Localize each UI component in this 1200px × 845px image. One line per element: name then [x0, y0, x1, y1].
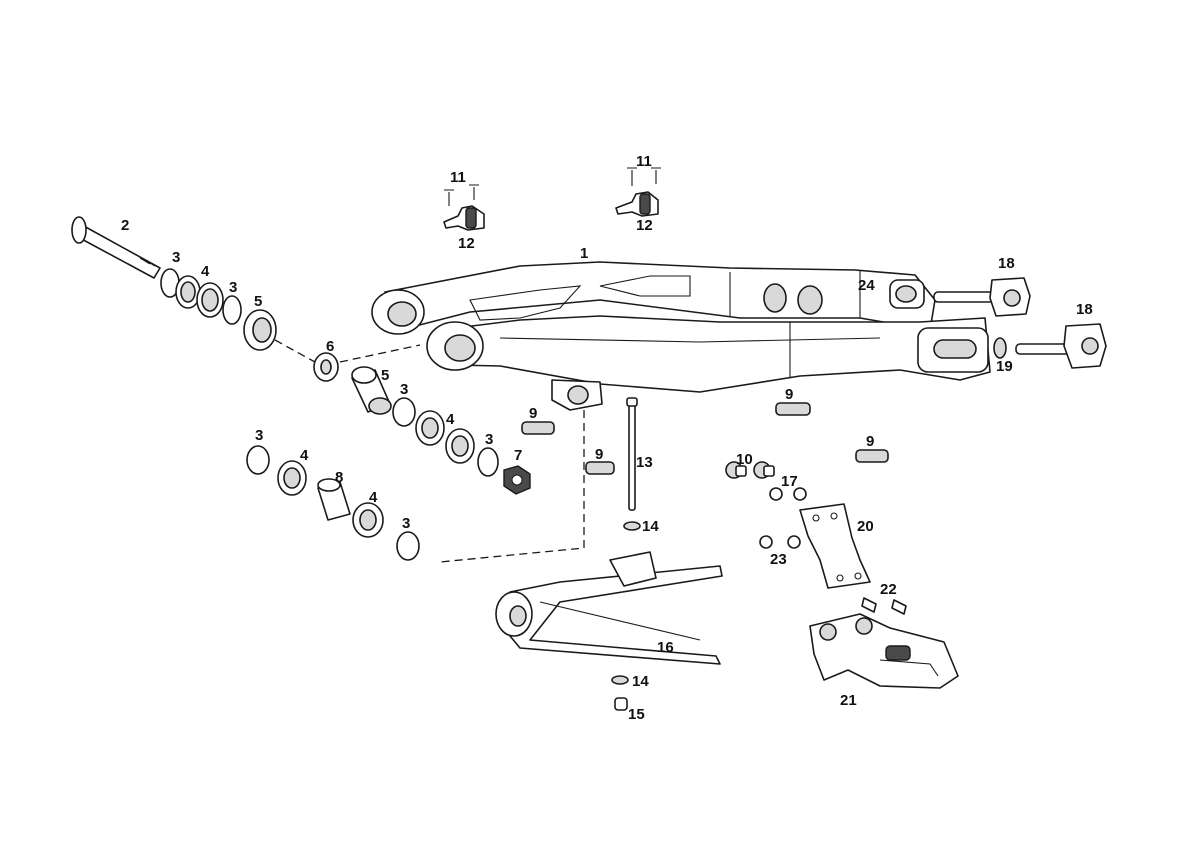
callout-3: 3	[172, 249, 180, 266]
callout-10: 10	[736, 451, 753, 468]
callout-19: 19	[996, 358, 1013, 375]
washer-14-lower	[611, 675, 629, 685]
callouts: 1 2 3 4 3 5 6 5 3 4 3 7 3 4 8 4 3 9 9 9 …	[121, 153, 1093, 723]
callout-8: 8	[335, 469, 343, 486]
left-bearing-stack	[160, 268, 277, 351]
washers-17	[769, 487, 807, 501]
callout-23: 23	[770, 551, 787, 568]
callout-14: 14	[642, 518, 659, 535]
brake-hose-clamp-right	[615, 167, 661, 217]
callout-21: 21	[840, 692, 857, 709]
callout-24: 24	[858, 277, 875, 294]
callout-4: 4	[446, 411, 455, 428]
chain-adjuster-18-upper	[933, 277, 1031, 317]
bushing-5	[351, 366, 392, 415]
callout-14: 14	[632, 673, 649, 690]
callout-6: 6	[326, 338, 334, 355]
callout-3: 3	[229, 279, 237, 296]
callout-9: 9	[785, 386, 793, 403]
bolts-22	[861, 597, 907, 615]
callout-12: 12	[458, 235, 475, 252]
callout-12: 12	[636, 217, 653, 234]
callout-13: 13	[636, 454, 653, 471]
callout-1: 1	[580, 245, 588, 262]
bolts-10	[725, 461, 775, 479]
washer-14-upper	[623, 521, 641, 531]
assembly-lines	[274, 339, 585, 563]
callout-7: 7	[514, 447, 522, 464]
callout-4: 4	[201, 263, 210, 280]
callout-11: 11	[636, 153, 652, 170]
callout-22: 22	[880, 581, 897, 598]
callout-9: 9	[595, 446, 603, 463]
right-bearing-stack	[392, 397, 531, 495]
callout-17: 17	[781, 473, 798, 490]
washer-6	[313, 352, 339, 382]
callout-5: 5	[254, 293, 262, 310]
callout-3: 3	[400, 381, 408, 398]
chain-guide-21	[809, 613, 959, 689]
callout-4: 4	[369, 489, 378, 506]
bracket-20	[799, 503, 871, 589]
callout-16: 16	[657, 639, 674, 656]
callout-2: 2	[121, 217, 129, 234]
callout-9: 9	[866, 433, 874, 450]
nut-19	[993, 337, 1007, 359]
callout-9: 9	[529, 405, 537, 422]
lower-bearing-stack	[246, 445, 420, 561]
nut-15	[614, 697, 628, 711]
chain-slider-16	[495, 551, 723, 665]
callout-3: 3	[402, 515, 410, 532]
callout-18: 18	[1076, 301, 1093, 318]
callout-11: 11	[450, 169, 466, 186]
callout-4: 4	[300, 447, 309, 464]
washers-23	[759, 535, 801, 549]
callout-18: 18	[998, 255, 1015, 272]
callout-5: 5	[381, 367, 389, 384]
callout-20: 20	[857, 518, 874, 535]
pads-9	[521, 402, 889, 475]
callout-3: 3	[255, 427, 263, 444]
long-bolt-13	[626, 397, 638, 511]
callout-15: 15	[628, 706, 645, 723]
brake-hose-clamp-left	[443, 184, 485, 231]
pivot-bolt	[71, 216, 161, 279]
callout-3: 3	[485, 431, 493, 448]
chain-adjuster-18-lower	[1015, 323, 1107, 369]
swingarm	[371, 261, 991, 411]
